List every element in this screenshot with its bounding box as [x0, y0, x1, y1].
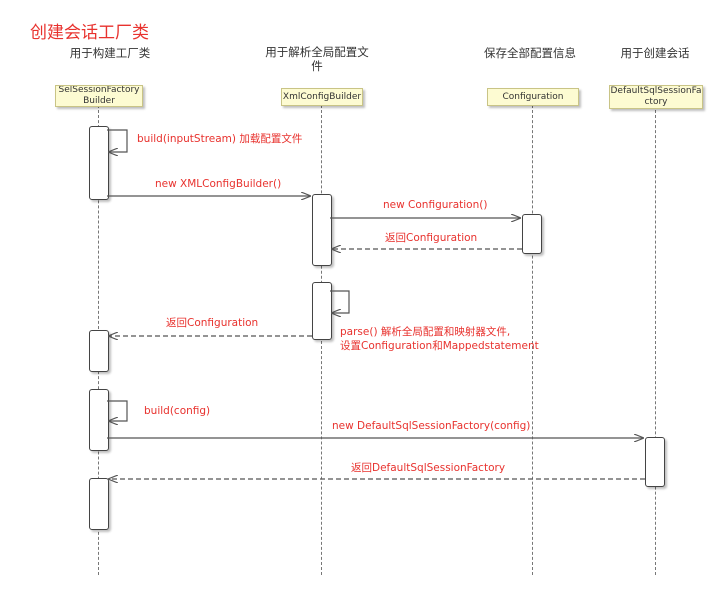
participant-label-1: SelSessionFactoryBuilder: [58, 85, 140, 106]
participant-description-2: 用于解析全局配置文件: [265, 45, 369, 73]
message-label: new XMLConfigBuilder(): [155, 178, 282, 190]
participant-label-4: DefaultSqlSessionFactory: [610, 86, 702, 107]
message-label: 返回Configuration: [385, 232, 478, 244]
message-label: build(inputStream) 加载配置文件: [137, 133, 303, 145]
activation-bar: [522, 214, 542, 254]
participant-label-2: XmlConfigBuilder: [282, 91, 362, 102]
lifeline-3: [532, 105, 533, 575]
participant-label-3: Configuration: [502, 91, 564, 102]
message-label: new Configuration(): [383, 199, 488, 211]
participant-box-3: Configuration: [487, 88, 579, 106]
lifeline-4: [655, 105, 656, 575]
self-message-arrow: [107, 129, 128, 152]
self-message-arrow: [330, 290, 350, 313]
participant-description-1: 用于构建工厂类: [69, 46, 151, 60]
participant-box-4: DefaultSqlSessionFactory: [609, 85, 703, 109]
activation-bar: [312, 194, 332, 266]
lifeline-2: [321, 105, 322, 575]
participant-description-3: 保存全部配置信息: [484, 46, 576, 60]
activation-bar: [645, 437, 665, 487]
message-label: new DefaultSqlSessionFactory(config): [332, 420, 531, 432]
participant-box-2: XmlConfigBuilder: [281, 88, 363, 106]
participant-description-4: 用于创建会话: [620, 46, 690, 60]
diagram-title: 创建会话工厂类: [30, 23, 149, 43]
message-label: 设置Configuration和Mappedstatement: [340, 340, 539, 352]
activation-bar: [89, 126, 109, 200]
activation-bar: [89, 330, 109, 372]
activation-bar: [89, 478, 109, 530]
self-message-arrow: [107, 400, 128, 421]
message-label: 返回DefaultSqlSessionFactory: [351, 462, 506, 474]
participant-box-1: SelSessionFactoryBuilder: [55, 85, 143, 107]
message-label: 返回Configuration: [166, 317, 259, 329]
message-label: build(config): [144, 405, 211, 417]
message-label: parse() 解析全局配置和映射器文件,: [340, 326, 511, 338]
